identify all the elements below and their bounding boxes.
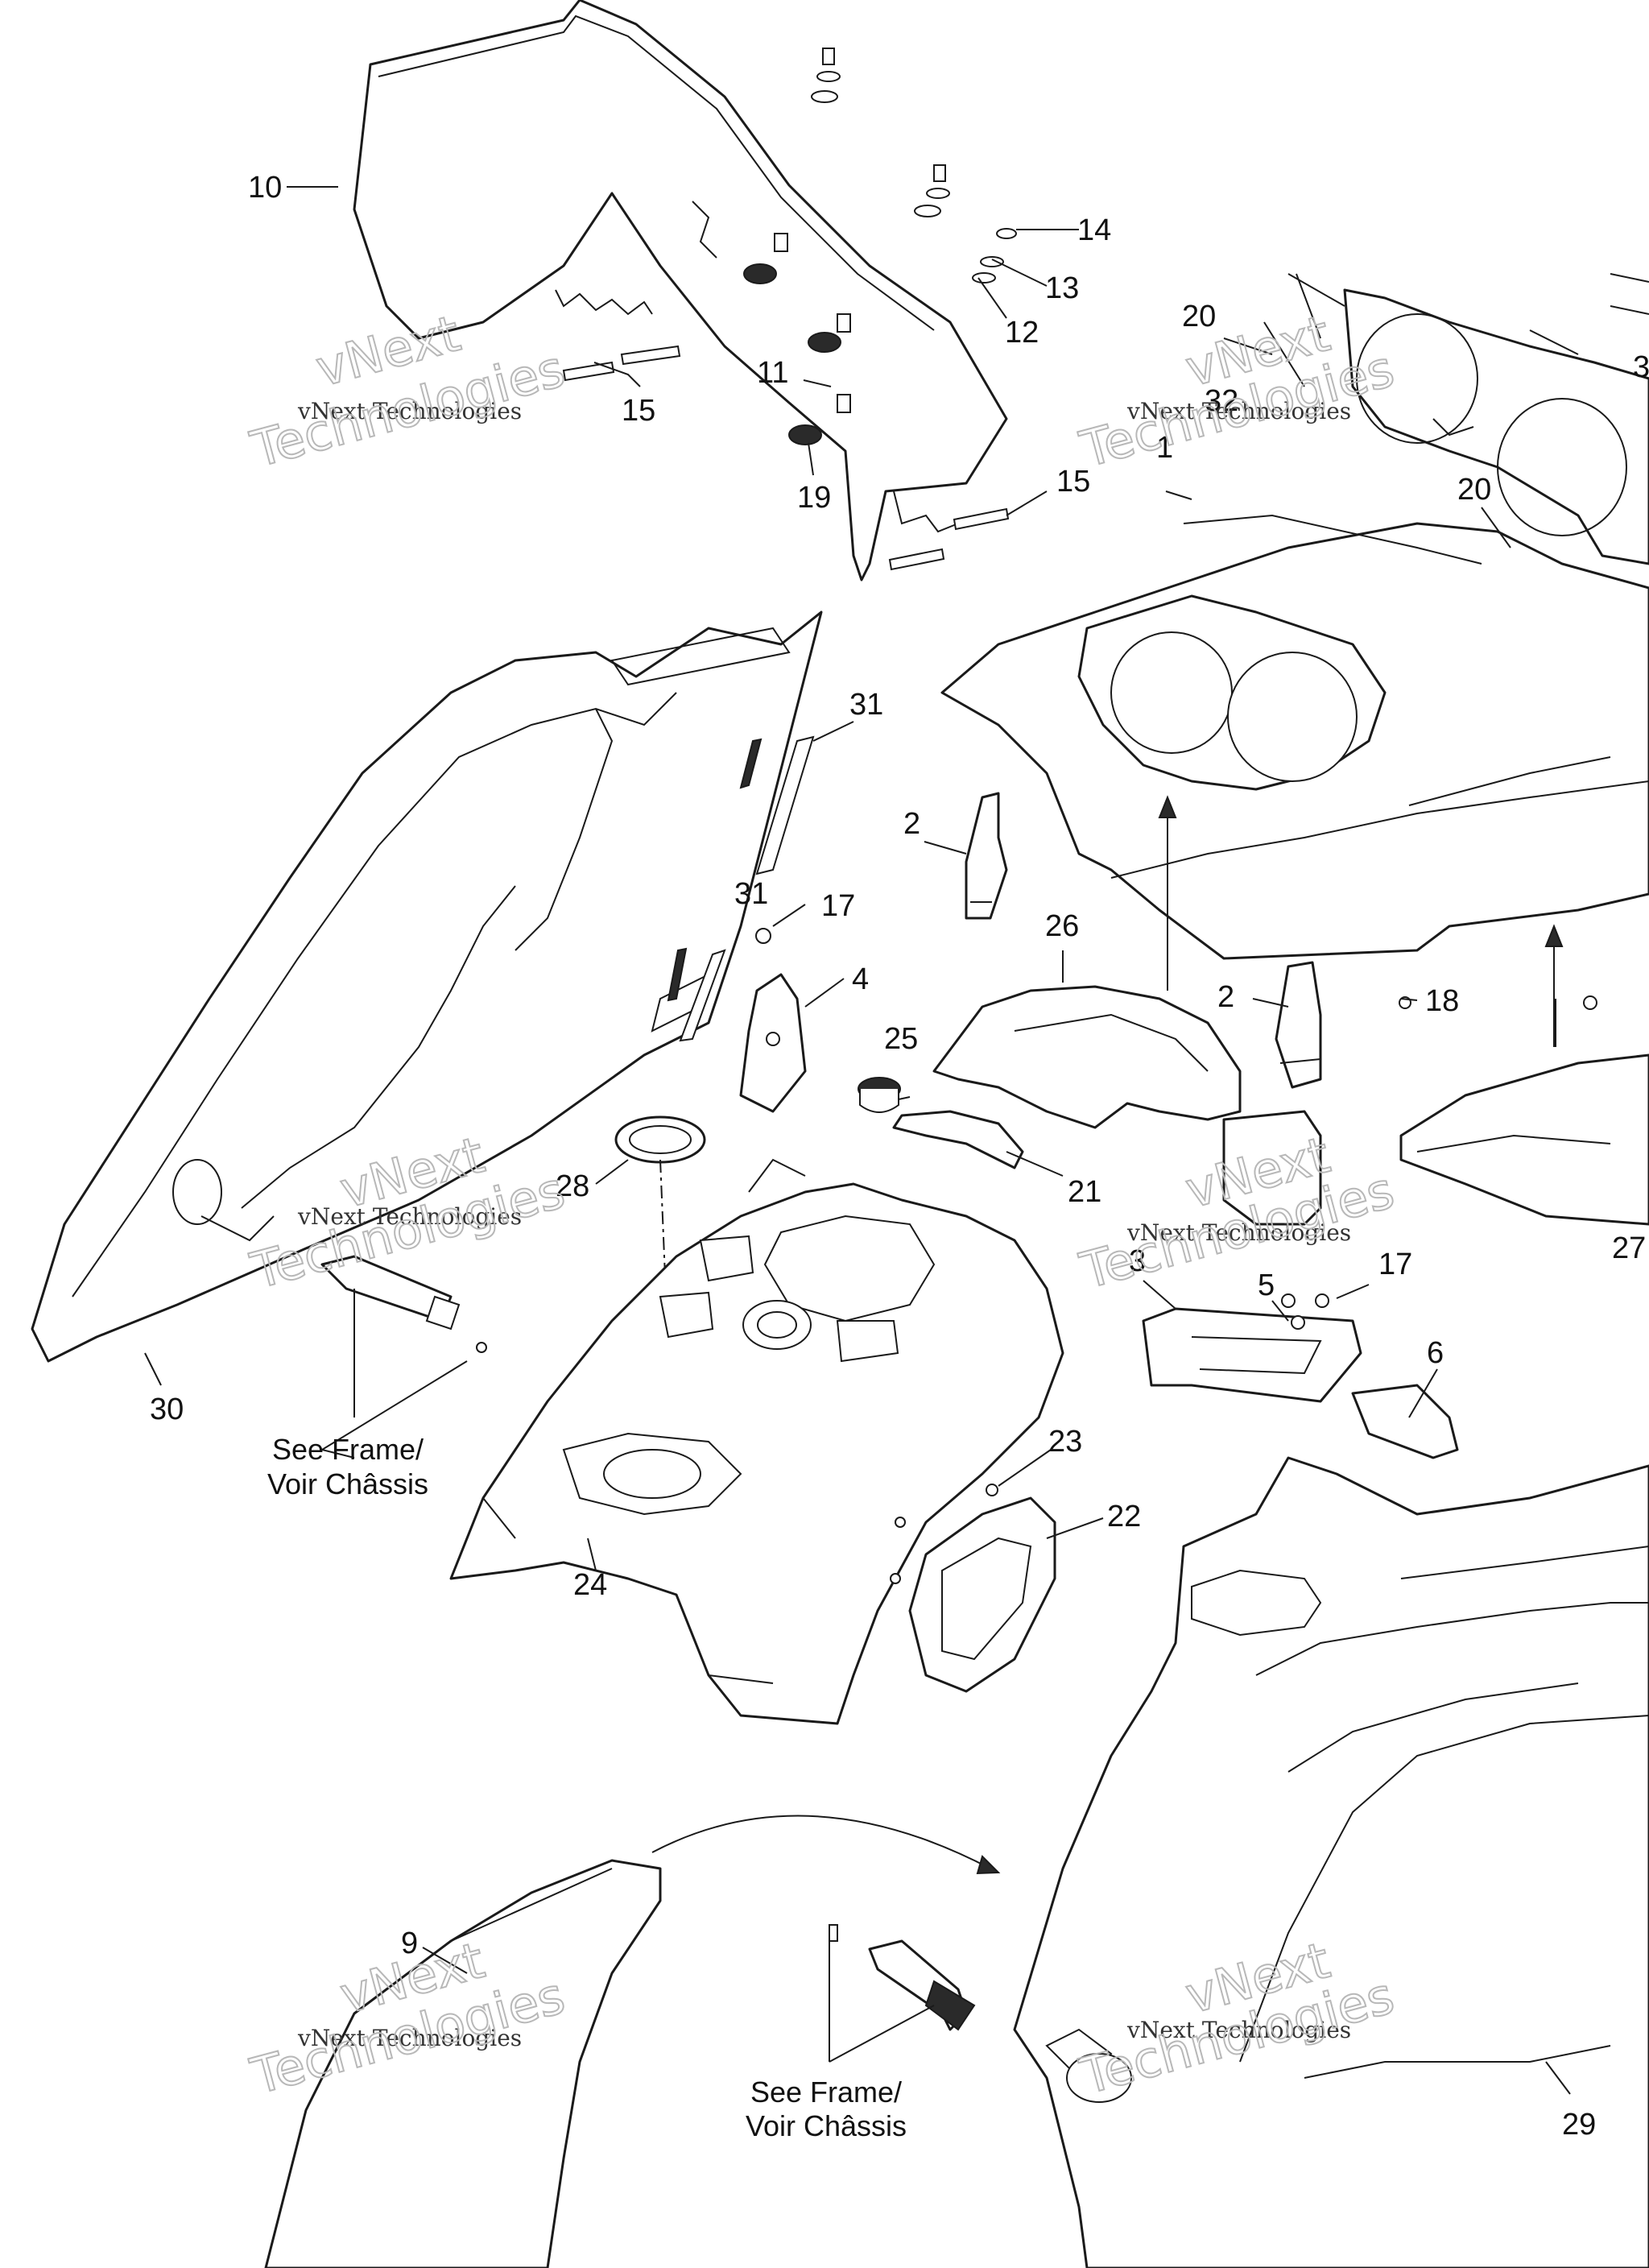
svg-text:vNext Technologies: vNext Technologies — [1126, 1219, 1351, 1246]
callout-32: 32 — [1205, 384, 1238, 418]
part-10-windshield — [353, 0, 1008, 581]
part-22-duct — [890, 1484, 1056, 1693]
part-1-dash-cover — [940, 514, 1649, 960]
callout-21: 21 — [1068, 1175, 1101, 1209]
part-27-seat — [1399, 1053, 1649, 1226]
see-frame-note-left: See Frame/ Voir Châssis — [267, 1433, 428, 1500]
callout-19: 19 — [797, 481, 831, 515]
clip-15-left — [562, 345, 681, 382]
svg-text:vNext Technologies: vNext Technologies — [297, 2025, 522, 2051]
callout-11: 11 — [757, 356, 788, 390]
callout-22: 22 — [1107, 1500, 1141, 1533]
callout-4: 4 — [852, 962, 869, 996]
part-32-gauge-bracket — [1343, 273, 1649, 565]
part-2-latch-lower — [1275, 961, 1322, 1089]
fastener-stack-top — [743, 48, 1017, 445]
callout-13: 13 — [1045, 271, 1079, 305]
leader-lines — [144, 186, 1571, 2095]
callout-2b: 2 — [1217, 980, 1234, 1014]
callout-30: 30 — [150, 1393, 184, 1426]
see-frame-note-right: See Frame/ Voir Châssis — [746, 2076, 907, 2142]
callout-20b: 20 — [1457, 473, 1491, 507]
part-30-left-fairing — [31, 610, 823, 1363]
part-4-bracket — [739, 928, 807, 1113]
callout-25: 25 — [884, 1022, 918, 1056]
callout-labels: 10 14 13 12 20 3 11 15 32 19 15 1 20 31 … — [150, 171, 1649, 2142]
callout-1: 1 — [1156, 431, 1173, 465]
callout-15: 15 — [622, 394, 655, 428]
assembly-arrows — [651, 273, 1579, 1875]
callout-26: 26 — [1045, 909, 1079, 943]
part-29-right-fairing — [1013, 1456, 1649, 2268]
part-26-cover — [932, 985, 1322, 1226]
part-2-latch-upper — [965, 792, 1008, 920]
part-9-side-panel — [264, 1859, 662, 2268]
svg-text:See Frame/: See Frame/ — [750, 2076, 902, 2109]
callout-6: 6 — [1427, 1336, 1444, 1370]
svg-text:Voir Châssis: Voir Châssis — [746, 2109, 907, 2142]
svg-text:vNext Technologies: vNext Technologies — [1126, 398, 1351, 424]
callout-31: 31 — [849, 688, 883, 722]
callout-17: 17 — [821, 889, 855, 923]
callout-27: 27 — [1612, 1231, 1646, 1265]
watermark-4: vNext vNext Technologies Technologies — [1073, 1124, 1401, 1302]
callout-3b: 3 — [1129, 1244, 1146, 1278]
callout-23: 23 — [1048, 1425, 1082, 1459]
callout-12: 12 — [1005, 316, 1039, 350]
frame-handle-upper — [320, 1255, 487, 1353]
callout-20: 20 — [1182, 300, 1216, 333]
svg-text:vNext Technologies: vNext Technologies — [1126, 2017, 1351, 2043]
callout-24: 24 — [573, 1568, 607, 1602]
part-31-strips — [667, 735, 815, 1042]
callout-15b: 15 — [1056, 465, 1090, 499]
callout-2: 2 — [903, 807, 920, 841]
part-25-cap — [858, 1077, 901, 1113]
clip-15-right — [888, 507, 1010, 571]
callout-29: 29 — [1562, 2108, 1596, 2142]
callout-18: 18 — [1425, 984, 1459, 1018]
svg-text:Voir Châssis: Voir Châssis — [267, 1467, 428, 1500]
parts-5-17-fasteners — [1281, 995, 1597, 1330]
svg-text:vNext Technologies: vNext Technologies — [297, 398, 522, 424]
svg-text:vNext Technologies: vNext Technologies — [297, 1203, 522, 1230]
part-28-grommet — [614, 1115, 706, 1164]
svg-text:See Frame/: See Frame/ — [272, 1433, 424, 1466]
part-21-trim — [892, 1110, 1024, 1169]
callout-28: 28 — [556, 1169, 589, 1203]
watermark-1: vNext vNext Technologies Technologies — [244, 303, 572, 480]
callout-14: 14 — [1077, 213, 1111, 247]
callout-5: 5 — [1258, 1269, 1275, 1302]
part-24-center-console — [449, 1158, 1064, 1725]
callout-17b: 17 — [1378, 1248, 1412, 1281]
callout-9: 9 — [401, 1927, 418, 1960]
part-6-plate — [1351, 1384, 1459, 1459]
callout-31b: 31 — [734, 877, 768, 911]
callout-3: 3 — [1633, 350, 1649, 384]
callout-10: 10 — [248, 171, 282, 205]
part-3-bracket — [1142, 1307, 1362, 1403]
frame-handle-lower — [829, 1924, 976, 2031]
